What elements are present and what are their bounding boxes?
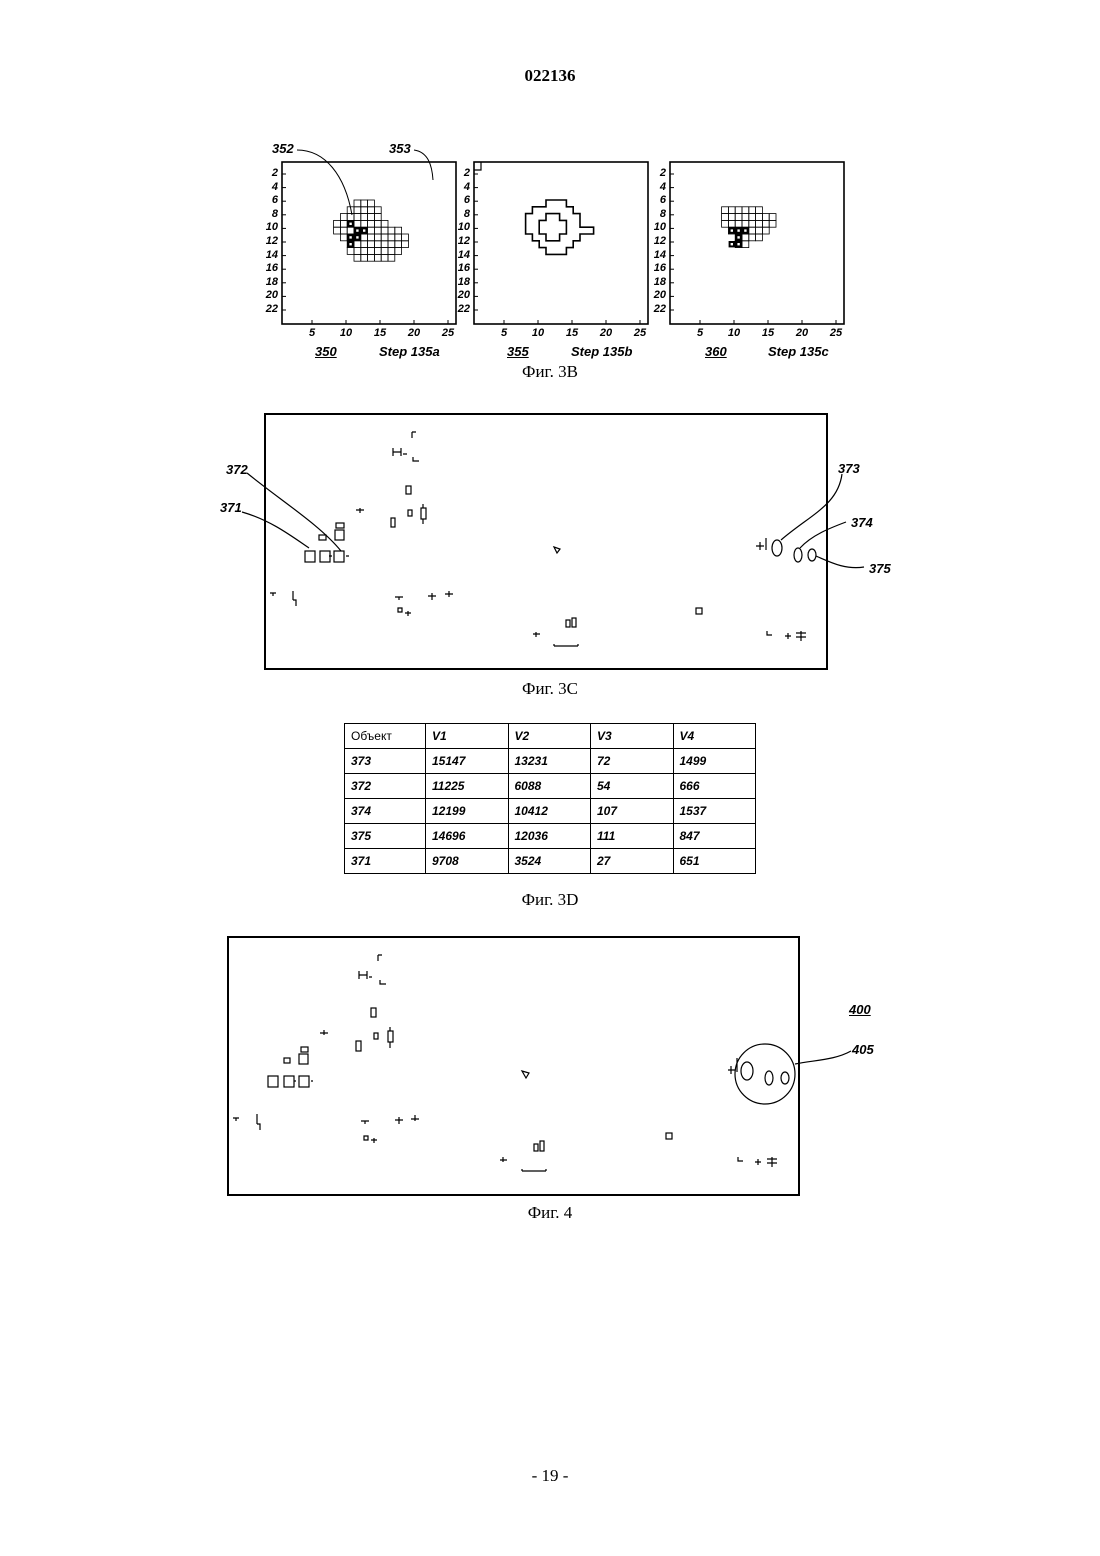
caption-fig4: Фиг. 4: [0, 1203, 1100, 1223]
label-405: 405: [852, 1042, 874, 1057]
page-number: - 19 -: [0, 1466, 1100, 1486]
label-400: 400: [849, 1002, 871, 1017]
fig4-drawing: [0, 0, 1100, 1250]
